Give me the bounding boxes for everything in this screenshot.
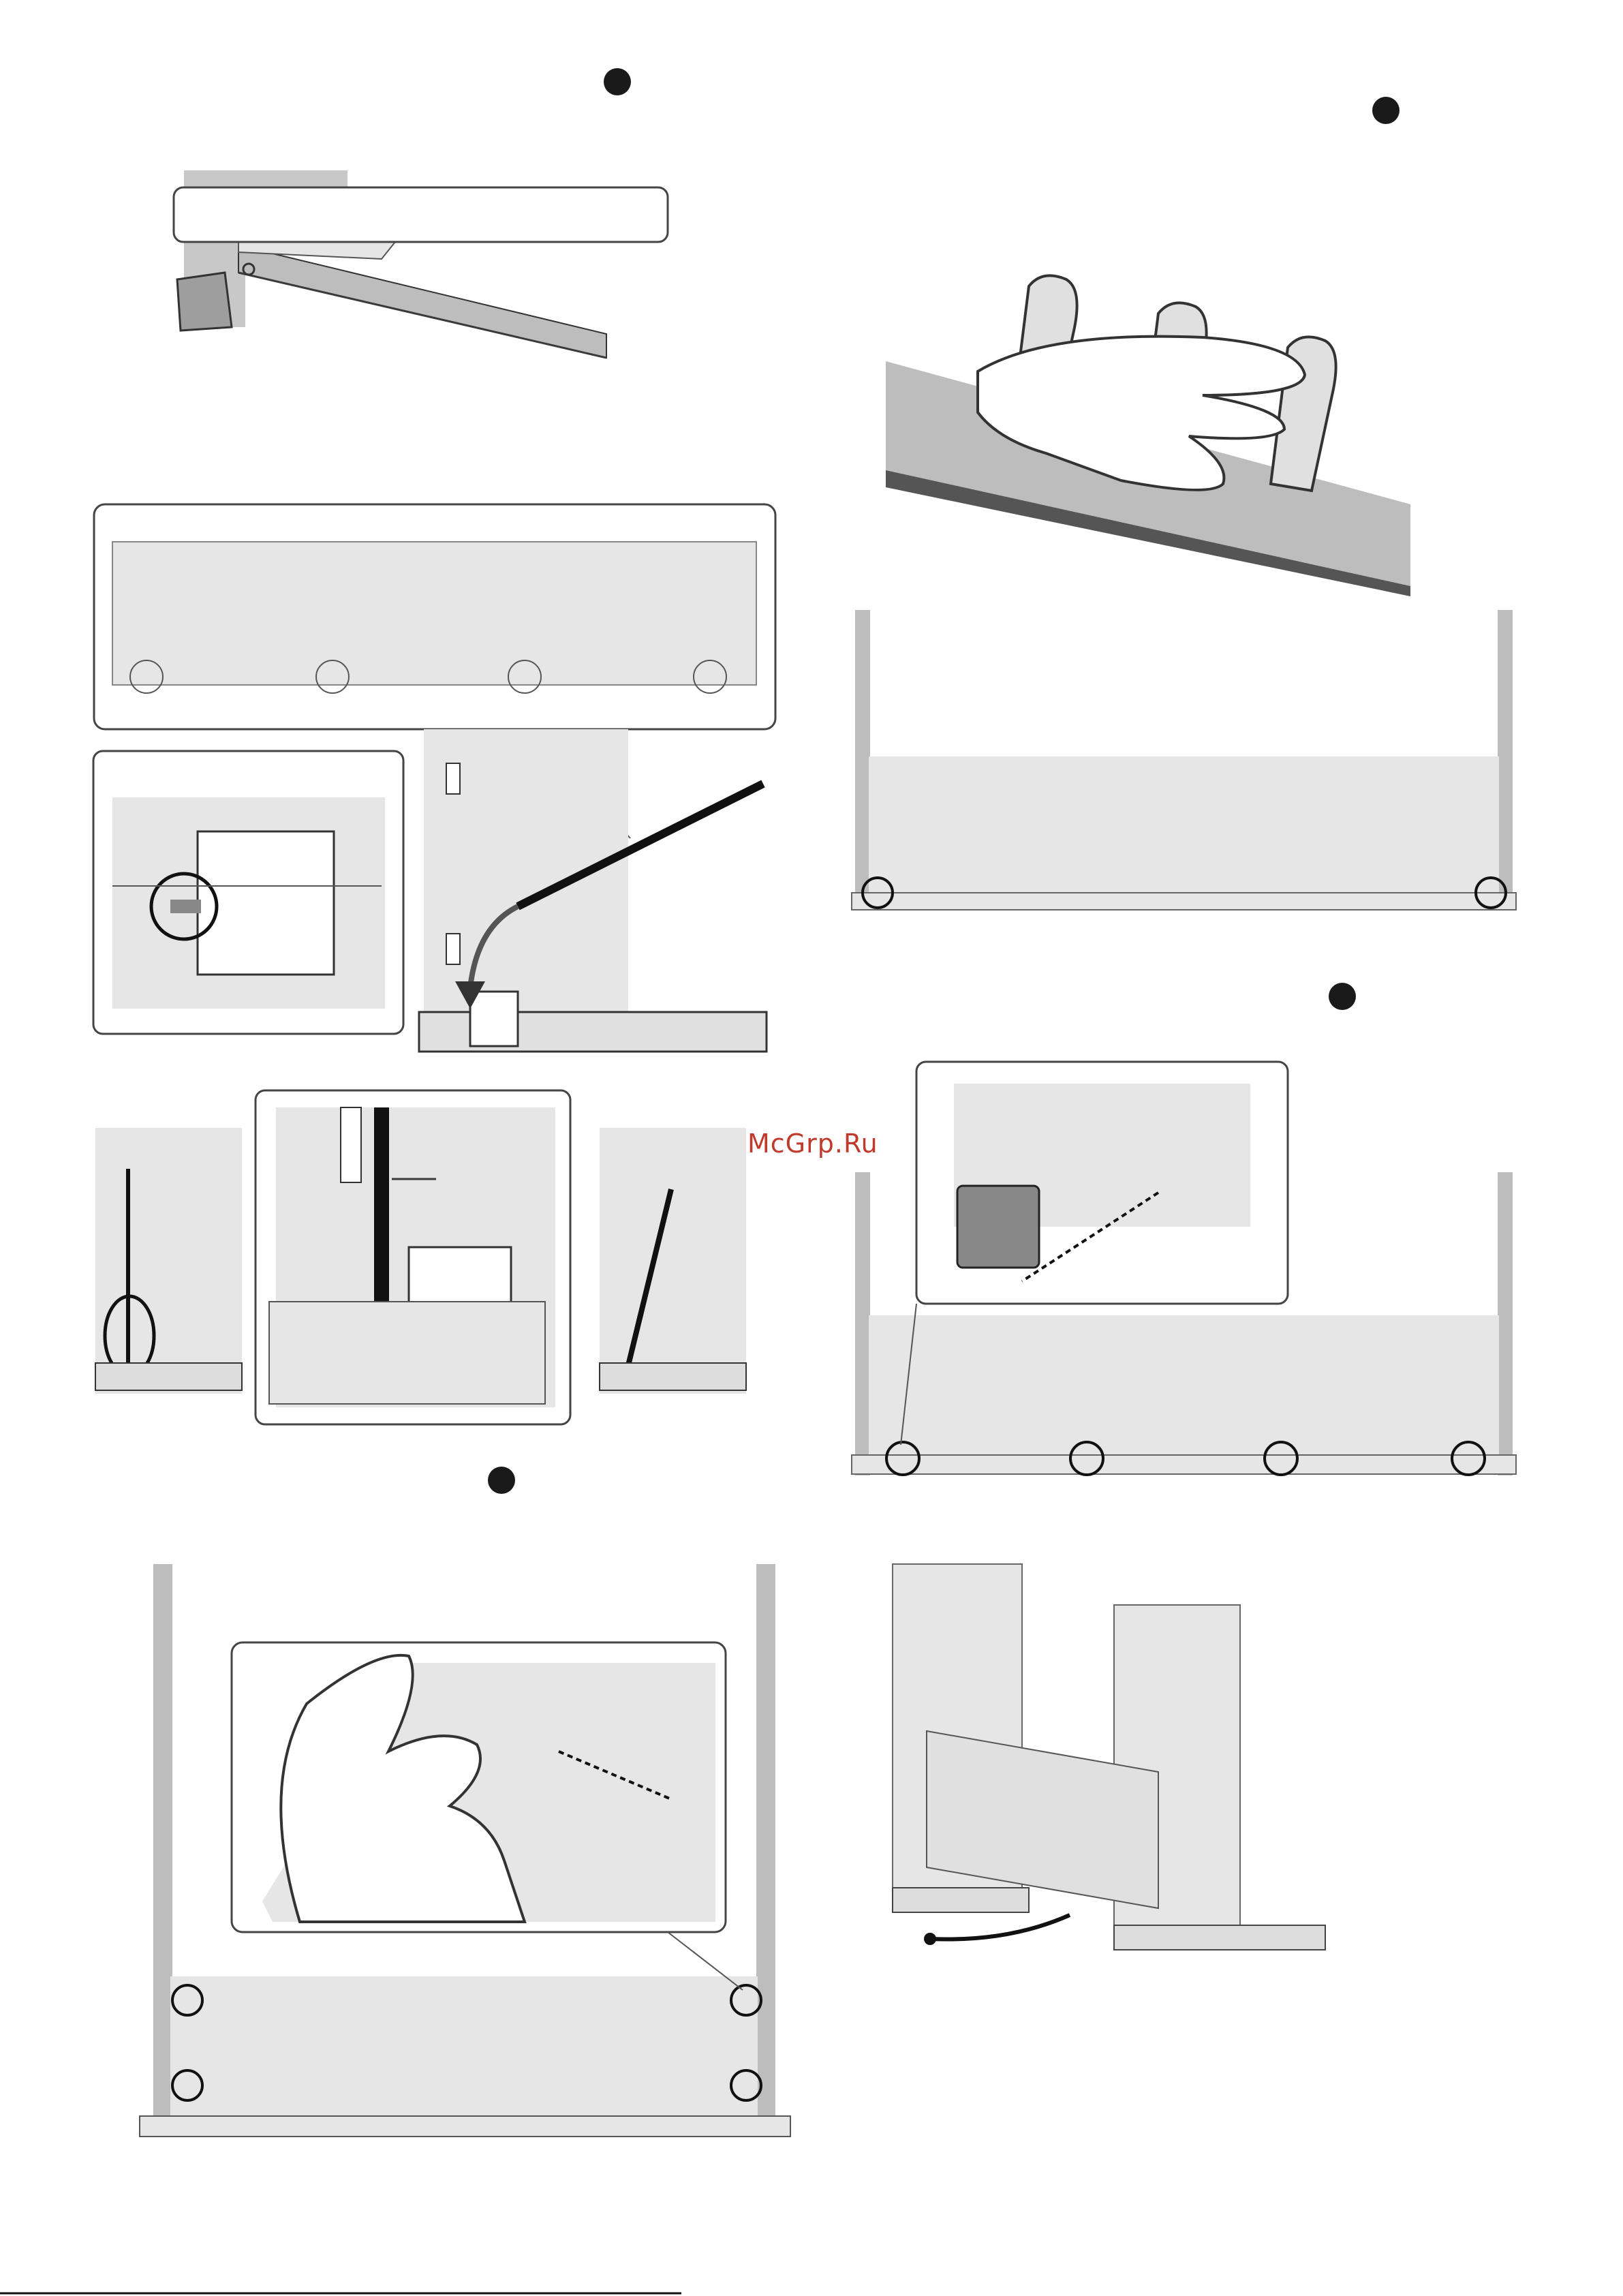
figure-leg-rail (174, 170, 668, 358)
figure-bracket-install (140, 1564, 790, 2137)
figure-frame-front-2 (852, 1062, 1516, 1475)
figure-cable-clamp (95, 1090, 746, 1424)
figure-detail-inset (93, 751, 403, 1034)
figure-stand-isometric (893, 1564, 1325, 1950)
figure-side-panel-cable (419, 729, 767, 1052)
figure-frame-front-1 (852, 610, 1516, 910)
figure-pedal-press (886, 275, 1410, 596)
